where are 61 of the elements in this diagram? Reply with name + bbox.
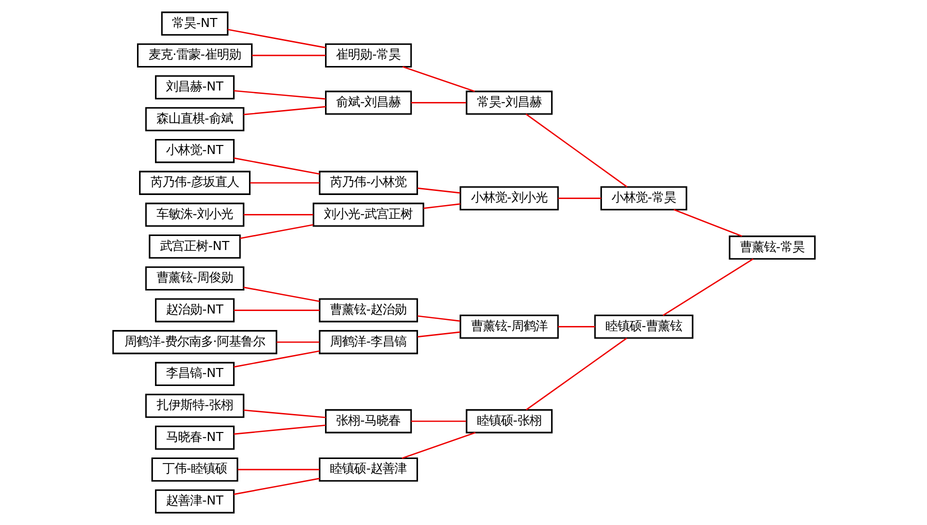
- connector: [252, 54, 326, 56]
- node-box: 睦镇硕-曹薰铉: [594, 314, 693, 339]
- connector: [417, 188, 460, 194]
- node-box: 周鹤洋-李昌镐: [318, 330, 418, 354]
- connector: [417, 331, 460, 338]
- node-box: 常昊-NT: [160, 12, 228, 36]
- connector: [239, 224, 313, 240]
- connector: [233, 157, 320, 175]
- node-box: 曹薰铉-周鹤洋: [459, 314, 558, 339]
- connector: [237, 468, 319, 470]
- connector: [662, 258, 753, 316]
- connector: [243, 409, 326, 418]
- connector: [233, 350, 320, 368]
- connector: [410, 102, 466, 104]
- node-box: 曹薰铉-周俊勋: [144, 266, 244, 290]
- connector: [243, 286, 320, 302]
- connector: [558, 326, 594, 328]
- node-box: 刘小光-武宫正树: [312, 202, 424, 227]
- node-box: 麦克·雷蒙-崔明勋: [136, 43, 252, 68]
- node-box: 常昊-刘昌赫: [465, 90, 552, 115]
- node-box: 崔明勋-常昊: [324, 43, 412, 68]
- node-box: 俞斌-刘昌赫: [324, 90, 412, 115]
- connector: [233, 424, 326, 435]
- node-box: 小林觉-NT: [154, 138, 234, 164]
- node-box: 小林觉-常昊: [600, 186, 687, 210]
- node-box: 芮乃伟-彦坂直人: [138, 170, 250, 195]
- connector: [243, 214, 313, 216]
- node-box: 赵治勋-NT: [154, 298, 234, 322]
- connector: [673, 208, 742, 237]
- connector: [250, 182, 320, 184]
- node-box: 森山直棋-俞斌: [144, 107, 244, 132]
- node-box: 赵善津-NT: [154, 489, 234, 514]
- connector: [233, 90, 326, 100]
- node-box: 周鹤洋-费尔南多·阿基鲁尔: [112, 330, 277, 354]
- node-box: 车敏洙-刘小光: [144, 202, 244, 227]
- node-box: 芮乃伟-小林觉: [318, 170, 418, 195]
- connector: [558, 198, 601, 199]
- node-box: 李昌镐-NT: [154, 362, 234, 386]
- node-box: 扎伊斯特-张栩: [144, 394, 244, 418]
- connector: [417, 315, 460, 322]
- connector: [233, 478, 320, 495]
- node-box: 曹薰铉-赵治勋: [318, 298, 418, 322]
- connector: [233, 310, 320, 311]
- node-box: 丁伟-睦镇硕: [150, 457, 238, 482]
- node-box: 睦镇硕-赵善津: [318, 457, 418, 482]
- connector: [525, 114, 627, 188]
- connector: [401, 432, 476, 459]
- connector: [276, 341, 319, 343]
- node-box: 武宫正树-NT: [148, 234, 240, 259]
- node-box: 张栩-马晓春: [324, 409, 412, 434]
- node-box: 小林觉-刘小光: [459, 186, 558, 210]
- node-box: 马晓春-NT: [154, 426, 234, 450]
- connector: [525, 338, 627, 410]
- node-box: 曹薰铉-常昊: [728, 236, 816, 260]
- connector: [227, 28, 326, 48]
- node-box: 刘昌赫-NT: [154, 75, 234, 100]
- node-box: 睦镇硕-张栩: [465, 409, 552, 434]
- connector: [402, 66, 474, 92]
- connector: [410, 420, 466, 422]
- connector: [243, 106, 326, 116]
- connector: [422, 203, 460, 209]
